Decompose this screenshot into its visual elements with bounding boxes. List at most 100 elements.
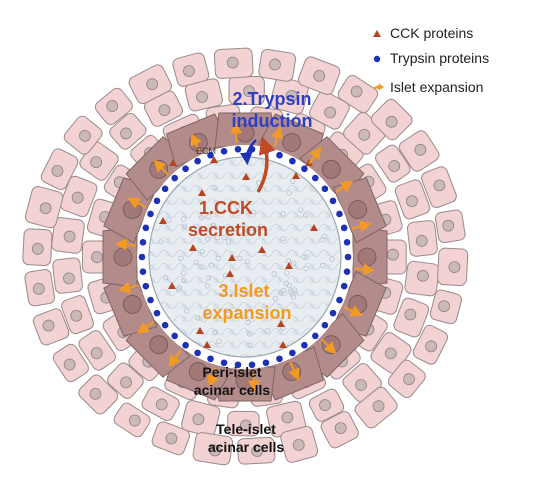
trypsin-protein-dot <box>336 210 343 218</box>
cck-protein-triangle <box>258 246 266 253</box>
islet-cell-nucleus <box>284 270 290 276</box>
cck-secretion-arrow <box>256 136 276 193</box>
cck-protein-triangle <box>226 270 234 277</box>
acinar-cell <box>406 220 438 257</box>
trypsin-protein-dot <box>171 174 178 182</box>
islet-cell-nucleus <box>211 185 217 191</box>
cck-legend-triangle-icon <box>373 30 381 37</box>
cck-protein-triangle <box>196 327 204 334</box>
acinar-cell <box>22 228 53 267</box>
islet <box>148 156 342 358</box>
islet-cell-nucleus <box>225 239 232 245</box>
trypsin-protein-dot <box>234 145 242 153</box>
islet-cell-nucleus <box>199 264 205 270</box>
islet-cell-nucleus <box>205 275 212 281</box>
islet-cell-nucleus <box>181 277 187 284</box>
islet-cell-nucleus <box>175 287 182 293</box>
islet-cell-nucleus <box>193 259 200 266</box>
cck-secretion-label-line2: secretion <box>188 220 268 240</box>
islet-cell-nucleus <box>181 216 187 222</box>
trypsin-protein-dot <box>161 321 169 329</box>
legend: CCK proteins Trypsin proteins Islet expa… <box>372 25 489 95</box>
islet-cell-nucleus <box>166 217 172 223</box>
cck-protein-triangle <box>310 224 318 231</box>
acinar-cell <box>308 388 345 422</box>
trypsin-protein-dot <box>139 268 147 276</box>
cck-protein-triangle <box>168 282 176 289</box>
islet-cell-nucleus <box>298 207 304 213</box>
islet-expansion-arrow <box>335 180 354 194</box>
peri-acinar-cell <box>332 177 387 244</box>
acinar-cell <box>309 90 350 130</box>
acinar-cell <box>394 179 431 220</box>
acinar-cell <box>404 260 440 297</box>
acinar-cell <box>192 432 234 466</box>
trypsin-protein-dot <box>312 174 319 182</box>
tele-islet-label-line2: acinar cells <box>208 439 284 455</box>
cck-protein-triangle <box>279 341 287 348</box>
islet-cell-nucleus <box>234 203 240 210</box>
islet-cell-nucleus <box>216 338 222 344</box>
acinar-cell <box>237 436 276 465</box>
acinar-cell <box>172 52 210 87</box>
trypsin-protein-dot <box>312 332 319 340</box>
acinar-cell <box>59 175 98 218</box>
trypsin-protein-dot <box>194 349 201 357</box>
acinar-cell <box>429 289 463 325</box>
acinar-cell <box>181 400 221 437</box>
trypsin-induction-arrow <box>240 139 257 165</box>
acinar-cell <box>412 324 449 365</box>
acinar-cell <box>24 269 56 307</box>
islet-cell-nucleus <box>319 237 325 243</box>
acinar-cell <box>297 56 341 95</box>
acinar-cell <box>387 359 426 399</box>
trypsin-protein-dot <box>301 165 308 173</box>
islet-expansion-arrow <box>247 371 260 393</box>
tele-islet-label-line1: Tele-islet <box>216 421 276 437</box>
trypsin-protein-dot <box>153 309 161 317</box>
acinar-cell <box>94 87 133 126</box>
islet-cell-nucleus <box>222 234 228 241</box>
acinar-cell <box>421 166 457 209</box>
acinar-cell <box>398 130 440 172</box>
islet-cell-nucleus <box>244 258 251 264</box>
trypsin-protein-dot <box>171 332 178 340</box>
peri-acinar-cell <box>102 226 138 288</box>
islet-cell-nucleus <box>322 233 328 240</box>
acinar-cell <box>354 386 398 429</box>
cck-protein-triangle <box>189 244 197 251</box>
trypsin-protein-dot <box>301 341 308 349</box>
islet-cell-nucleus <box>215 255 221 262</box>
acinar-cell <box>269 76 309 115</box>
islet-expansion-arrow <box>308 146 322 165</box>
peri-acinar-cell <box>103 270 158 337</box>
islet-cell-nucleus <box>176 284 183 291</box>
acinar-cell <box>63 115 103 155</box>
trypsin-protein-dot <box>147 296 154 304</box>
cck-protein-triangle <box>292 172 300 179</box>
islet-cell-nucleus <box>198 214 205 221</box>
islet-cell-nucleus <box>286 282 292 289</box>
islet-expansion-label-line1: 3.Islet <box>218 281 269 301</box>
acinar-cell <box>342 363 382 403</box>
islet-cell-nucleus <box>214 234 221 241</box>
trypsin-protein-dot <box>343 268 351 276</box>
islet-cell-nucleus <box>195 315 201 321</box>
trypsin-protein-dot <box>182 341 189 349</box>
trypsin-protein-dot <box>340 224 348 232</box>
cck-protein-triangle <box>159 217 167 224</box>
islet-cell-nucleus <box>271 271 277 277</box>
trypsin-protein-dot <box>262 359 270 367</box>
islet-expansion-arrow <box>114 238 136 251</box>
islet-expansion-arrow <box>288 361 300 381</box>
trypsin-protein-dot <box>194 157 201 165</box>
acinar-cell <box>393 297 430 338</box>
islet-cell-nucleus <box>272 295 279 302</box>
trypsin-protein-dot <box>289 157 296 165</box>
acinar-cell <box>141 386 180 421</box>
legend-expansion-label: Islet expansion <box>390 79 483 95</box>
trypsin-protein-dot <box>276 151 283 159</box>
acinar-cell <box>143 90 183 127</box>
trypsin-protein-dot <box>220 147 228 155</box>
islet-cell-nucleus <box>280 235 286 242</box>
